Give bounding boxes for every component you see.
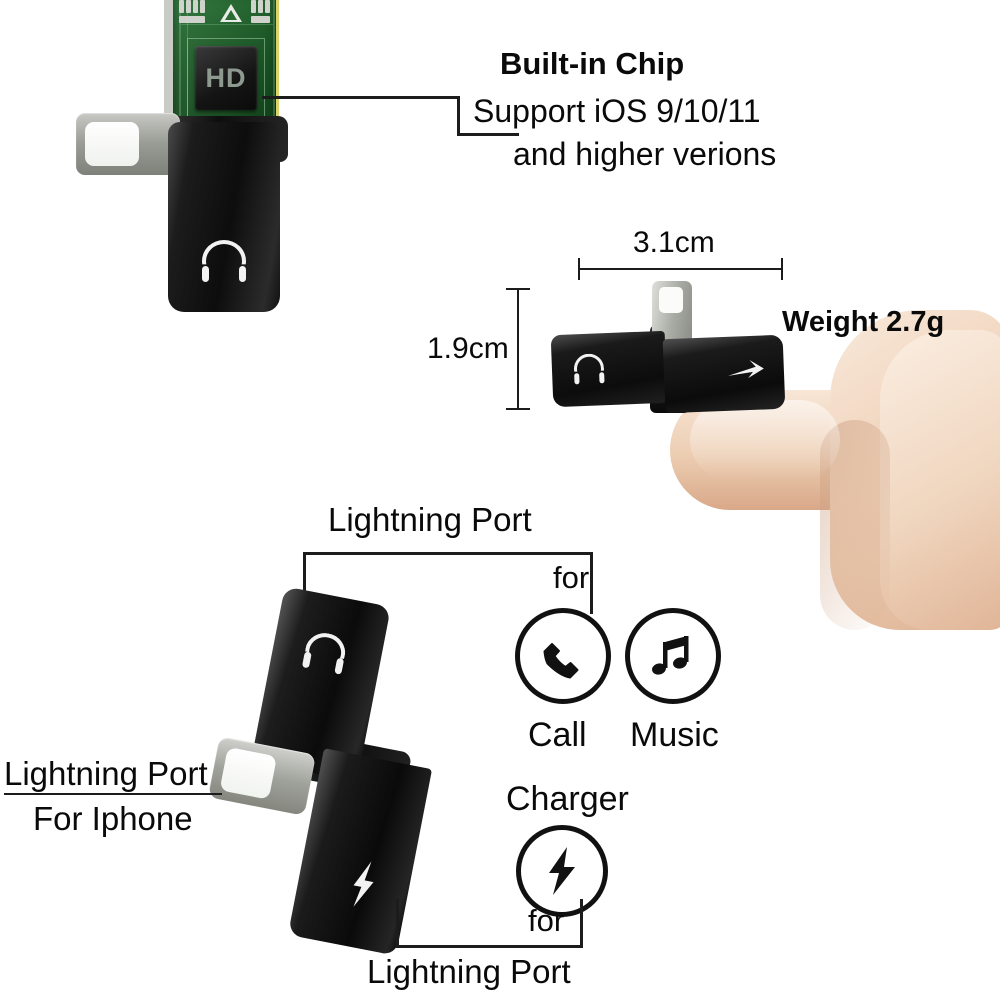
bracket-bottom-right-arm (580, 899, 583, 948)
dimension-label-width: 3.1cm (633, 226, 715, 259)
callout-chip-line2: and higher verions (513, 136, 777, 172)
bracket-bottom-left-arm (396, 899, 399, 948)
finger-middle (880, 330, 1000, 630)
feature-label-charger: Charger (506, 780, 629, 818)
phone-icon (543, 643, 579, 679)
callout-line-chip-vertical (457, 96, 460, 136)
feature-circle-charger (516, 825, 608, 917)
callout-chip-line1: Support iOS 9/10/11 (473, 93, 761, 129)
bracket-top-horizontal (303, 552, 593, 555)
label-bottom-lightning-port: Lightning Port (367, 953, 571, 990)
label-left-lightning-port: Lightning Port (4, 755, 208, 792)
bracket-top-right-arm (590, 552, 593, 614)
feature-circle-call (515, 608, 611, 704)
dimension-tick-height-top (506, 288, 530, 290)
adapter-body-top-left (168, 122, 280, 312)
feature-label-music: Music (630, 716, 719, 754)
dimension-line-width (578, 268, 783, 270)
dimension-line-height (517, 288, 519, 410)
lightning-bolt-icon-middle (728, 360, 764, 379)
callout-line-chip-horizontal-2 (457, 133, 519, 136)
adapter-on-finger (550, 281, 786, 415)
chip-label: HD (205, 62, 247, 93)
lightning-connector-top-left (76, 113, 180, 175)
dimension-label-height: 1.9cm (427, 332, 509, 365)
callout-chip-title: Built-in Chip (500, 46, 685, 81)
bracket-top-left-arm (303, 552, 306, 614)
hand-photo (670, 300, 1000, 630)
dimension-tick-width-left (578, 258, 580, 280)
hd-chip: HD (195, 46, 257, 110)
label-bottom-for: for (528, 903, 565, 938)
callout-line-chip-horizontal-1 (262, 96, 460, 99)
adapter-body-left-middle (550, 330, 668, 408)
bracket-bottom-horizontal (396, 945, 583, 948)
finger-tip-highlight (690, 400, 840, 480)
music-note-icon (652, 636, 689, 675)
label-top-lightning-port: Lightning Port (328, 501, 532, 538)
headphone-icon (202, 240, 246, 282)
adapter-bottom (207, 586, 475, 956)
label-left-for-iphone: For Iphone (33, 800, 193, 837)
label-top-for: for (553, 560, 590, 595)
adapter-body-charge-bottom (287, 748, 433, 956)
weight-label: Weight 2.7g (782, 306, 945, 338)
warning-triangle-icon (220, 4, 242, 22)
adapter-body-right-middle (662, 334, 786, 414)
feature-label-call: Call (528, 716, 587, 754)
label-left-underline (4, 793, 222, 795)
adapter-top-left: HD (70, 0, 370, 314)
headphone-icon-middle (573, 353, 605, 385)
circuit-board: HD (164, 0, 279, 166)
lightning-bolt-icon-charger (549, 847, 575, 895)
headphone-icon-bottom (301, 630, 349, 675)
lightning-bolt-icon-bottom (353, 861, 374, 907)
feature-circle-music (625, 608, 721, 704)
dimension-tick-width-right (781, 258, 783, 280)
lightning-connector-middle (652, 281, 692, 343)
dimension-tick-height-bottom (506, 408, 530, 410)
